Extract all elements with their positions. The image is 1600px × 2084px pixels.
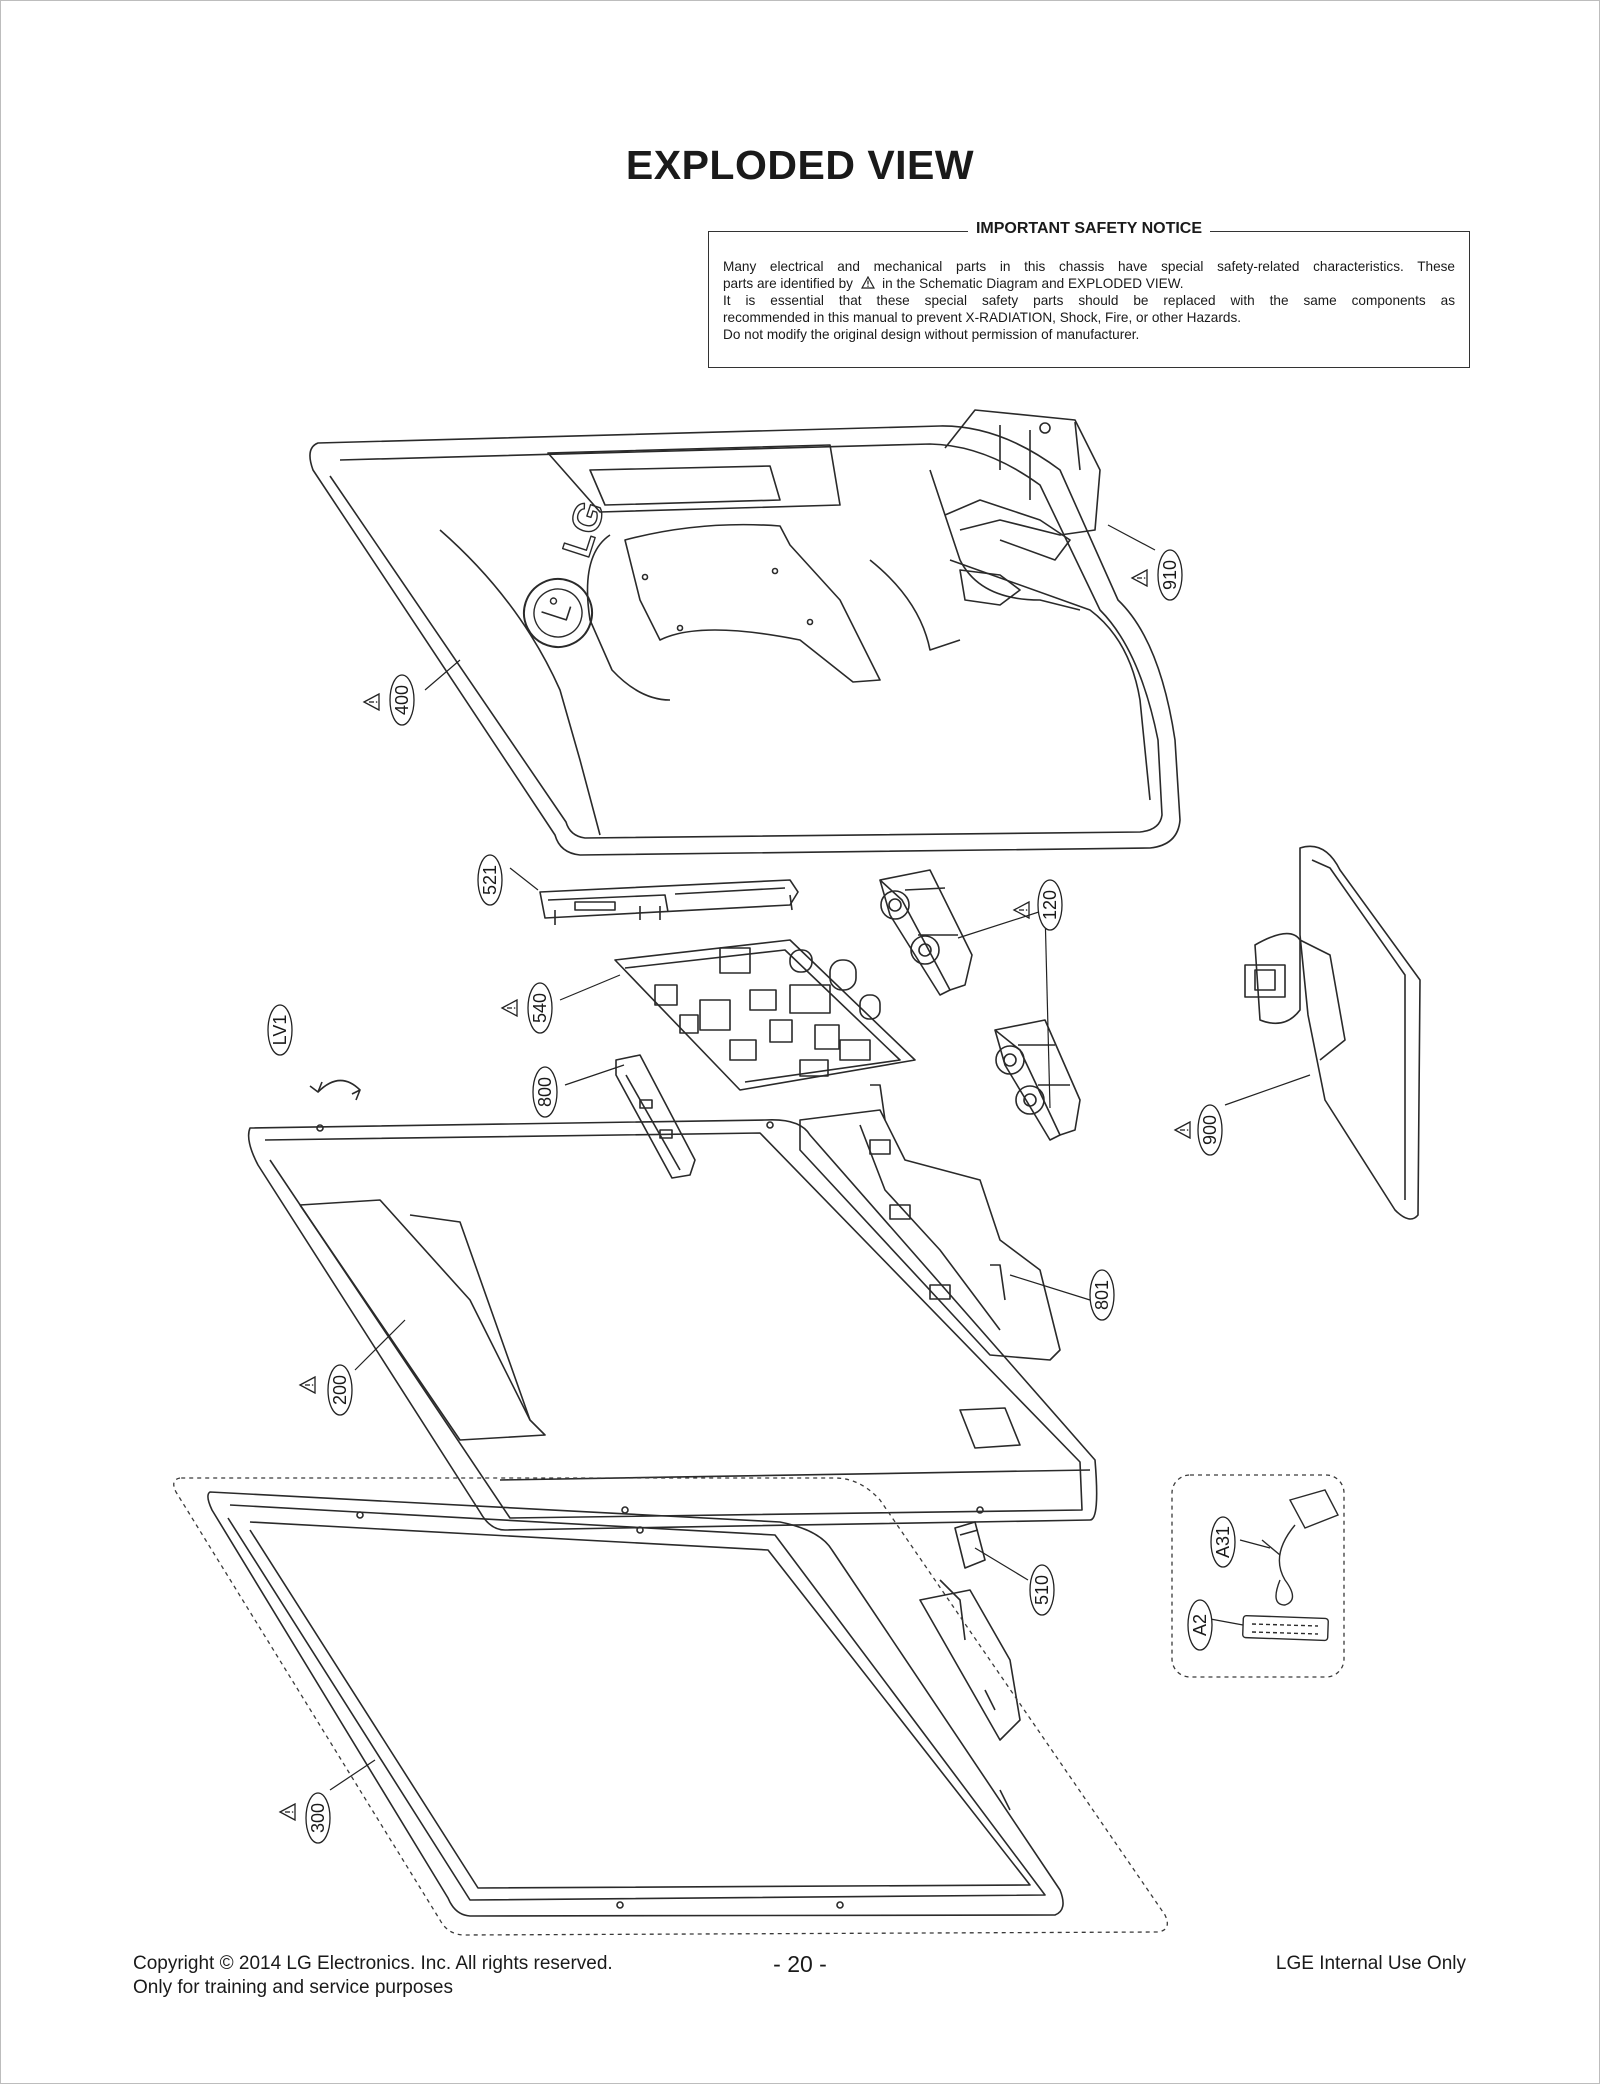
bracket-801 bbox=[799, 1084, 1061, 1361]
callout-910: 910 bbox=[1160, 560, 1180, 590]
callout-400: 400 bbox=[392, 685, 412, 715]
back-cover-400 bbox=[309, 409, 1181, 856]
notice-line-1: Many electrical and mechanical parts in … bbox=[723, 259, 1455, 274]
bracket-800 bbox=[615, 1054, 696, 1179]
callout-120: 120 bbox=[1040, 890, 1060, 920]
callout-521: 521 bbox=[480, 865, 500, 895]
lv1-rotate-arrow bbox=[309, 1079, 361, 1101]
callout-300: 300 bbox=[308, 1803, 328, 1833]
lg-logo: LG bbox=[523, 495, 614, 648]
notice-line-4: recommended in this manual to prevent X-… bbox=[723, 310, 1242, 325]
adapter-a31 bbox=[1261, 1489, 1339, 1606]
callout-540: 540 bbox=[530, 993, 550, 1023]
safety-notice-body: Many electrical and mechanical parts in … bbox=[723, 258, 1455, 343]
accessory-group-outline bbox=[1171, 1474, 1345, 1678]
warning-triangle-icons bbox=[279, 569, 1191, 1821]
page-title: EXPLODED VIEW bbox=[625, 142, 975, 188]
safety-notice-box: IMPORTANT SAFETY NOTICE Many electrical … bbox=[708, 220, 1470, 368]
notice-line-3: It is essential that these special safet… bbox=[723, 293, 1455, 308]
callout-a31: A31 bbox=[1213, 1526, 1233, 1558]
callout-a2: A2 bbox=[1190, 1614, 1210, 1636]
part-510 bbox=[954, 1521, 986, 1569]
bracket-521 bbox=[539, 879, 799, 925]
page-number: - 20 - bbox=[773, 1951, 827, 1977]
svg-text:LG: LG bbox=[555, 496, 614, 562]
footer-copyright: Copyright © 2014 LG Electronics. Inc. Al… bbox=[133, 1953, 613, 1998]
notice-line-2: parts are identified by in the Schematic… bbox=[723, 276, 1184, 291]
callout-801: 801 bbox=[1092, 1280, 1112, 1310]
notice-line-5: Do not modify the original design withou… bbox=[723, 327, 1140, 342]
front-bezel-300 bbox=[207, 1491, 1064, 1917]
callout-800: 800 bbox=[535, 1077, 555, 1107]
callout-lv1: LV1 bbox=[270, 1015, 290, 1046]
callout-900: 900 bbox=[1200, 1115, 1220, 1145]
safety-notice-heading: IMPORTANT SAFETY NOTICE bbox=[967, 220, 1211, 237]
footer-internal-use: LGE Internal Use Only bbox=[1275, 1953, 1466, 1974]
callout-510: 510 bbox=[1032, 1575, 1052, 1605]
warning-triangle-icon bbox=[860, 276, 875, 289]
panel-frame-200 bbox=[247, 1118, 1098, 1531]
callout-200: 200 bbox=[330, 1375, 350, 1405]
hinge-120-top bbox=[879, 869, 973, 996]
stand-base-900 bbox=[1244, 845, 1421, 1220]
remote-a2 bbox=[1242, 1614, 1329, 1642]
hinge-120-bottom bbox=[994, 1019, 1081, 1141]
main-board-540 bbox=[614, 939, 916, 1091]
